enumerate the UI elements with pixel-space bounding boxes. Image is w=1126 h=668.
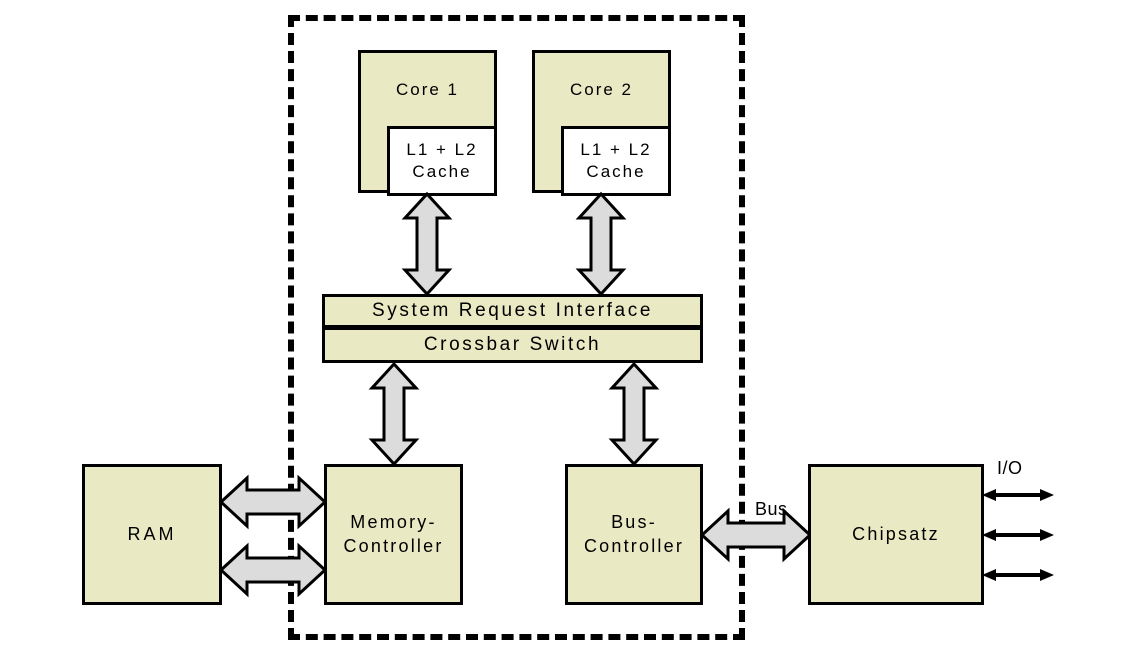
cpu-die-boundary (288, 15, 745, 640)
core-2-cache-label: L1 + L2 Cache (580, 139, 652, 181)
system-request-interface-label: System Request Interface (371, 299, 653, 321)
chipset-io-arrow-3 (982, 569, 1054, 581)
crossbar-switch-label: Crossbar Switch (423, 333, 602, 355)
core-1-to-sri-arrow (401, 191, 453, 297)
ram-label: RAM (127, 523, 177, 544)
bus-label: Bus (755, 499, 788, 519)
memory-controller-label: Memory- Controller (343, 512, 444, 556)
core-2-label: Core 2 (569, 80, 634, 99)
core-2-to-sri-arrow (575, 191, 627, 297)
core-2-block[interactable]: Core 2 L1 + L2 Cache (532, 50, 671, 196)
bus-controller-label: Bus- Controller (583, 512, 685, 556)
chipset-label: Chipsatz (852, 523, 940, 544)
system-request-interface-block[interactable]: System Request Interface (322, 294, 703, 328)
core-1-block[interactable]: Core 1 L1 + L2 Cache (358, 50, 497, 196)
chipset-io-arrow-2 (982, 529, 1054, 541)
core-1-cache-block[interactable]: L1 + L2 Cache (387, 126, 497, 196)
core-1-cache-label: L1 + L2 Cache (406, 139, 478, 181)
core-1-label: Core 1 (395, 80, 460, 99)
memory-controller-block[interactable]: Memory- Controller (324, 464, 463, 605)
bus-controller-block[interactable]: Bus- Controller (565, 464, 703, 605)
chipset-io-arrow-1 (982, 489, 1054, 501)
crossbar-to-memory-controller-arrow (368, 361, 420, 467)
crossbar-switch-block[interactable]: Crossbar Switch (322, 327, 703, 363)
crossbar-to-bus-controller-arrow (608, 361, 660, 467)
ram-to-memory-controller-upper-arrow (218, 474, 328, 530)
ram-block[interactable]: RAM (82, 464, 222, 605)
io-label: I/O (997, 458, 1023, 478)
core-2-cache-block[interactable]: L1 + L2 Cache (561, 126, 671, 196)
ram-to-memory-controller-lower-arrow (218, 542, 328, 598)
chipset-block[interactable]: Chipsatz (808, 464, 984, 605)
